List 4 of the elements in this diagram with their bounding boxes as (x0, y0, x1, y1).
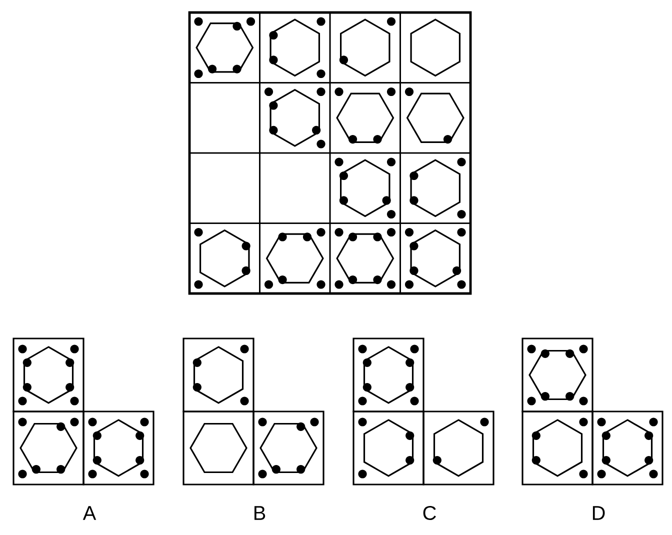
option-label: D (592, 506, 605, 520)
option-label: B (254, 506, 266, 520)
option-label: A (82, 506, 96, 520)
option-label: C (423, 506, 436, 520)
